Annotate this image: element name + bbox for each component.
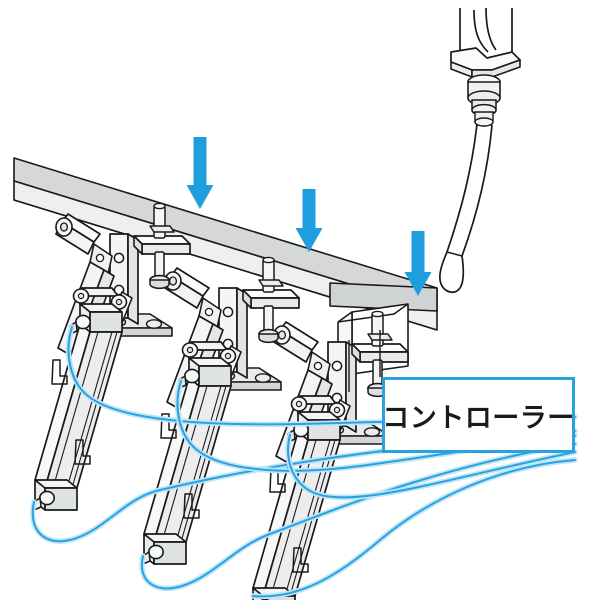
callout-leader-lines	[348, 330, 381, 392]
controller-label: コントローラー	[382, 402, 575, 434]
work-plate	[329, 282, 438, 312]
press-arrow-3	[404, 231, 432, 296]
controller-callout-box: コントローラー	[382, 377, 575, 453]
press-arrow-2	[295, 189, 323, 252]
air-tubing	[30, 324, 578, 600]
press-arrow-1	[186, 137, 214, 209]
dispensing-nozzle	[438, 7, 521, 294]
